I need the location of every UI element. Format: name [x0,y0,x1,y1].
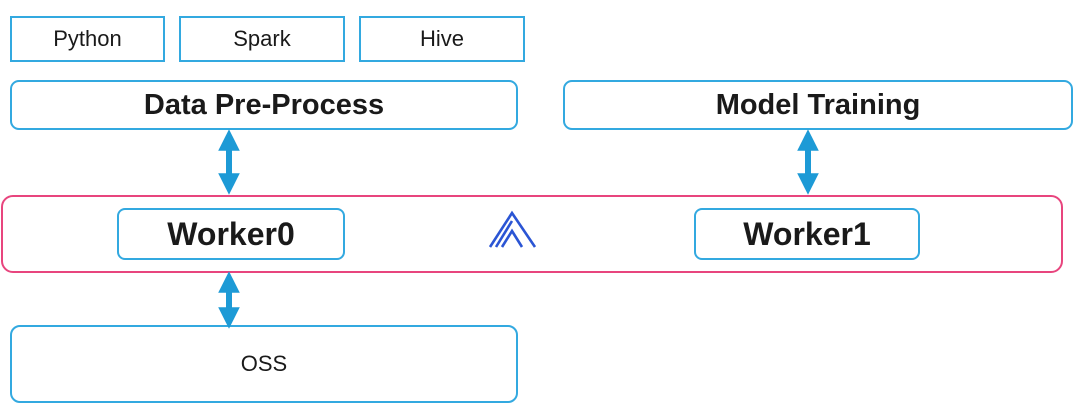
worker1-label: Worker1 [743,215,871,252]
tool-hive-box: Hive [359,16,525,62]
worker1-box: Worker1 [694,208,920,260]
model-training-box: Model Training [563,80,1073,130]
data-preprocess-label: Data Pre-Process [143,88,385,121]
worker0-box: Worker0 [117,208,345,260]
tool-spark-box: Spark [179,16,345,62]
worker0-label: Worker0 [167,215,295,252]
tool-python-box: Python [10,16,165,62]
oss-label: OSS [240,351,288,376]
model-training-label: Model Training [715,88,921,121]
tool-spark-label: Spark [233,26,291,51]
data-preprocess-box: Data Pre-Process [10,80,518,130]
cluster-container [1,195,1063,273]
a-logo-icon [488,210,537,248]
tool-hive-label: Hive [419,26,464,51]
oss-box: OSS [10,325,518,403]
tool-python-label: Python [53,26,122,51]
